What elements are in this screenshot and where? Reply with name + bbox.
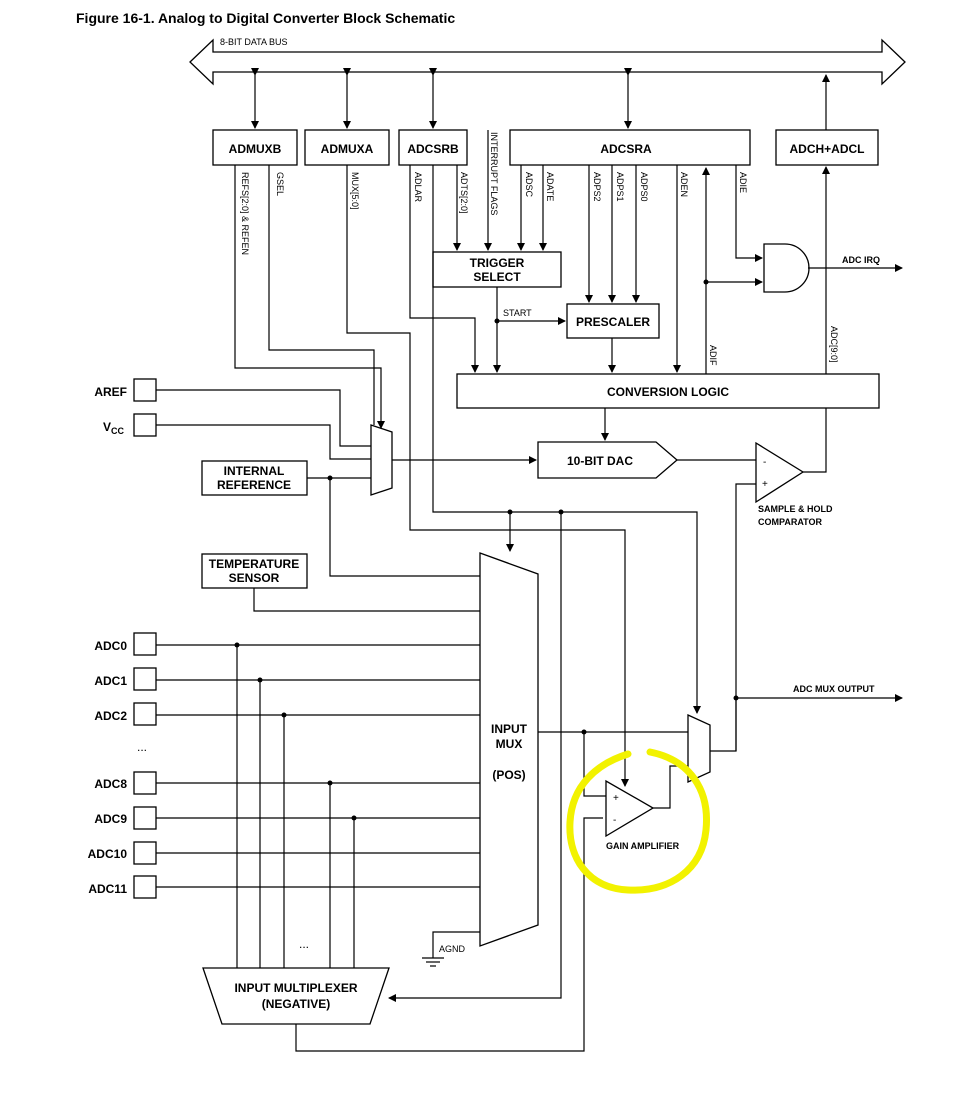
adc-irq-label: ADC IRQ — [842, 255, 880, 265]
adc-input-lines: ... — [156, 642, 480, 968]
reference-mux — [370, 424, 393, 496]
adps2-label: ADPS2 — [592, 172, 602, 202]
temp-label-2: SENSOR — [229, 571, 280, 585]
adch-adcl-label: ADCH+ADCL — [790, 142, 865, 156]
intref-label-1: INTERNAL — [224, 464, 285, 478]
neg-to-gain — [295, 817, 603, 1052]
admuxb-label: ADMUXB — [229, 142, 282, 156]
trigger-inputs — [453, 130, 547, 251]
pin-aref: AREF — [94, 378, 157, 402]
conversion-logic-inputs — [409, 165, 830, 374]
highlight-ring — [566, 748, 710, 894]
register-admuxb: ADMUXB — [212, 129, 298, 166]
register-admuxa: ADMUXA — [304, 129, 390, 166]
inmux-label-1: INPUT — [491, 722, 528, 736]
neg-ellipsis: ... — [299, 937, 309, 951]
adcsrb-label: ADCSRB — [407, 142, 459, 156]
gain-wiring — [538, 729, 688, 809]
conversion-logic-block: CONVERSION LOGIC — [456, 373, 880, 409]
comp-minus: - — [763, 457, 766, 468]
inmux-label-2: MUX — [496, 737, 523, 751]
admuxa-label: ADMUXA — [321, 142, 374, 156]
negmux-label-2: (NEGATIVE) — [262, 997, 330, 1011]
adts-label: ADTS[2:0] — [459, 172, 469, 214]
adc8-label: ADC8 — [94, 777, 127, 791]
pin-vcc: VCC — [103, 413, 157, 437]
agnd-label: AGND — [439, 944, 466, 954]
adsc-label: ADSC — [524, 172, 534, 198]
comp-plus: + — [762, 479, 768, 490]
sample-hold-comparator: - + SAMPLE & HOLD COMPARATOR — [755, 441, 833, 527]
mux-label: MUX[5:0] — [350, 172, 360, 210]
aref-label: AREF — [94, 385, 127, 399]
trigger-select-block: TRIGGER SELECT — [432, 251, 562, 288]
adc2-label: ADC2 — [94, 709, 127, 723]
reference-wiring — [156, 165, 537, 481]
pins-ellipsis: ... — [137, 740, 147, 754]
register-adch-adcl: ADCH+ADCL — [775, 129, 879, 166]
bus-register-connectors — [251, 68, 830, 130]
data-bus-label: 8-BIT DATA BUS — [220, 37, 288, 47]
prescaler-label: PRESCALER — [576, 315, 650, 329]
negmux-label-1: INPUT MULTIPLEXER — [234, 981, 357, 995]
prescaler-inputs — [585, 165, 640, 303]
register-adcsra: ADCSRA — [509, 129, 751, 166]
adc90-label: ADC[9:0] — [829, 326, 839, 363]
adc11-label: ADC11 — [88, 882, 127, 896]
interrupt-flags-label: INTERRUPT FLAGS — [489, 132, 499, 215]
register-signal-labels: REFS[2:0] & REFEN GSEL MUX[5:0] ADLAR AD… — [240, 132, 839, 366]
prescaler-block: PRESCALER — [566, 303, 660, 339]
adps0-label: ADPS0 — [639, 172, 649, 202]
input-multiplexer-negative: INPUT MULTIPLEXER (NEGATIVE) — [202, 967, 390, 1025]
agnd-ground: AGND — [422, 931, 480, 967]
start-signal: START — [493, 287, 566, 373]
data-bus — [189, 38, 906, 86]
adate-label: ADATE — [545, 172, 555, 201]
adlar-label: ADLAR — [413, 172, 423, 203]
input-mux-pos: INPUT MUX (POS) — [479, 552, 539, 947]
adc-mux-output: ADC MUX OUTPUT — [710, 684, 903, 752]
figure-title: Figure 16-1. Analog to Digital Converter… — [76, 10, 455, 26]
and-gate — [763, 243, 810, 293]
gsel-label: GSEL — [275, 172, 285, 196]
register-adcsrb: ADCSRB — [398, 129, 468, 166]
adps1-label: ADPS1 — [615, 172, 625, 202]
temp-label-1: TEMPERATURE — [209, 557, 299, 571]
adc1-label: ADC1 — [94, 674, 127, 688]
gain-plus: + — [613, 793, 619, 804]
adc-mux-output-label: ADC MUX OUTPUT — [793, 684, 875, 694]
adc10-label: ADC10 — [88, 847, 128, 861]
sh-label-2: COMPARATOR — [758, 517, 822, 527]
irq-wiring: ADC IRQ — [703, 165, 903, 286]
aden-label: ADEN — [679, 172, 689, 197]
adc9-label: ADC9 — [94, 812, 127, 826]
adie-label: ADIE — [738, 172, 748, 193]
vcc-label: VCC — [103, 420, 125, 436]
adcsra-label: ADCSRA — [600, 142, 652, 156]
adc-input-pins: ADC0 ADC1 ADC2 ... ADC8 ADC9 ADC10 ADC11 — [88, 632, 157, 899]
adc0-label: ADC0 — [94, 639, 127, 653]
trigger-label-2: SELECT — [473, 270, 521, 284]
output-mux — [687, 713, 711, 784]
comparator-wiring — [677, 408, 827, 751]
gain-minus: - — [613, 815, 616, 826]
temperature-sensor-block: TEMPERATURE SENSOR — [201, 553, 308, 589]
internal-reference-block: INTERNAL REFERENCE — [201, 460, 308, 496]
mux-wiring — [253, 165, 701, 1002]
inmux-label-3: (POS) — [492, 768, 525, 782]
sh-label-1: SAMPLE & HOLD — [758, 504, 833, 514]
conversion-logic-label: CONVERSION LOGIC — [607, 385, 729, 399]
start-label: START — [503, 308, 532, 318]
dac-block: 10-BIT DAC — [537, 441, 678, 479]
refs-label: REFS[2:0] & REFEN — [240, 172, 250, 255]
intref-label-2: REFERENCE — [217, 478, 291, 492]
gain-amplifier: + - GAIN AMPLIFIER — [605, 779, 680, 851]
trigger-label-1: TRIGGER — [470, 256, 525, 270]
adif-label: ADIF — [708, 345, 718, 366]
dac-label: 10-BIT DAC — [567, 454, 633, 468]
gain-amplifier-label: GAIN AMPLIFIER — [606, 841, 680, 851]
